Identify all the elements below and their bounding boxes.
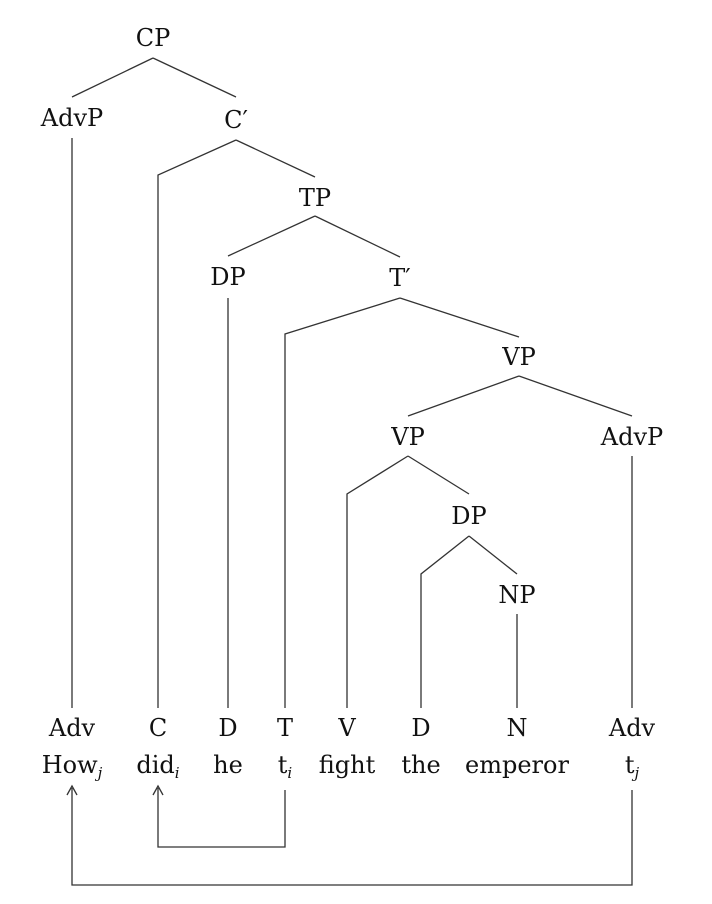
edge-vp-v: [346, 455, 409, 708]
node-dp-obj: DP: [451, 502, 486, 530]
edge-tbar-t: [284, 297, 401, 708]
terminal-cat: Adv: [608, 714, 656, 742]
terminal-word: the: [401, 751, 440, 779]
terminal-word: didi: [136, 751, 179, 782]
terminal-words: Howj didi he ti fight the emperor tj: [42, 751, 640, 782]
node-vp-outer: VP: [501, 343, 535, 371]
node-c-bar: C′: [224, 106, 248, 134]
terminal-cat: D: [218, 714, 237, 742]
node-np: NP: [498, 581, 535, 609]
edge-vp-dp: [407, 455, 470, 495]
terminal-categories: Adv C D T V D N Adv: [48, 714, 656, 742]
node-advp-top: AdvP: [40, 104, 103, 132]
edge-dp-d-obj: [420, 535, 470, 708]
arrow-adv-to-how: [71, 788, 633, 886]
node-dp-subj: DP: [210, 263, 245, 291]
terminal-word: emperor: [465, 751, 569, 779]
terminal-word: Howj: [42, 751, 103, 782]
edge-cp-cbar: [152, 57, 237, 98]
arrow-t-to-c: [157, 788, 286, 848]
terminal-word: he: [213, 751, 243, 779]
edge-tp-dp: [227, 215, 316, 257]
edge-tbar-vp: [399, 297, 520, 338]
terminal-cat: Adv: [48, 714, 96, 742]
node-labels: CP AdvP C′ TP DP T′ VP VP AdvP DP NP: [40, 24, 663, 609]
edge-vp-vp: [407, 375, 520, 417]
terminal-word: fight: [319, 751, 376, 779]
terminal-cat: N: [507, 714, 528, 742]
terminal-word: tj: [625, 751, 640, 782]
terminal-cat: C: [149, 714, 167, 742]
edge-cbar-tp: [235, 139, 316, 178]
edge-cbar-c: [157, 139, 237, 708]
edge-vp-advp: [518, 375, 633, 417]
terminal-cat: D: [411, 714, 430, 742]
movement-arrows: [66, 784, 633, 886]
arrow-t-to-c-head: [152, 784, 164, 796]
edge-cp-advp: [71, 57, 154, 98]
arrow-adv-to-how-head: [66, 784, 78, 796]
edge-dp-np: [468, 535, 518, 575]
node-advp-low: AdvP: [600, 423, 663, 451]
edge-tp-tbar: [314, 215, 401, 258]
node-cp: CP: [136, 24, 171, 52]
terminal-cat: T: [277, 714, 293, 742]
node-t-bar: T′: [389, 264, 410, 292]
tree-edges: [71, 57, 633, 708]
terminal-cat: V: [337, 714, 356, 742]
node-tp: TP: [299, 184, 331, 212]
terminal-word: ti: [278, 751, 293, 782]
node-vp-inner: VP: [390, 423, 424, 451]
